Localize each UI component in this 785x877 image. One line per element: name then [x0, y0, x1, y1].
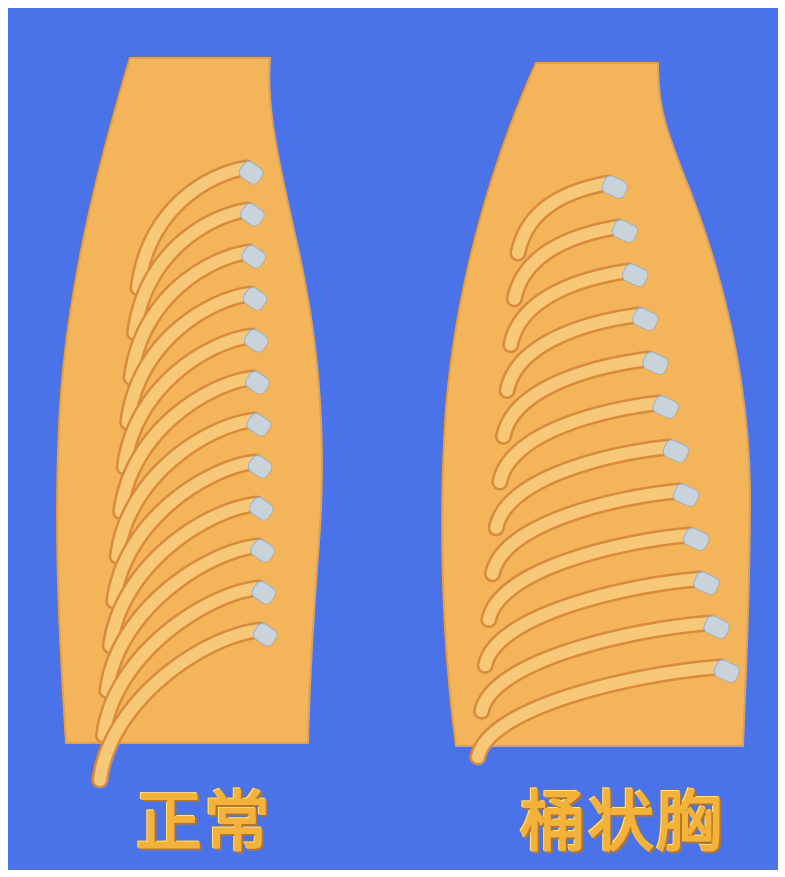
barrel-chest-illustration [442, 63, 750, 757]
barrel-caption: 桶状胸 [520, 790, 724, 856]
normal-chest-illustration [57, 58, 322, 780]
figure-background: 正常 桶状胸 [8, 8, 778, 870]
chest-illustrations [8, 8, 778, 870]
normal-caption: 正常 [136, 790, 272, 856]
